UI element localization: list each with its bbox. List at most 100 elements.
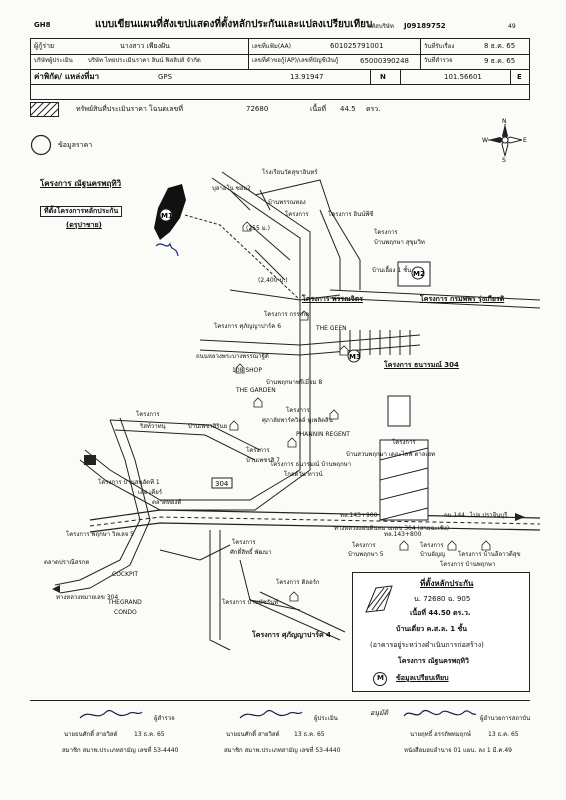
- map-label: โครงการ พฤกษา วิลเลจ 5: [66, 531, 134, 538]
- ref-no-label: เลขที่คำขอกู้(AP)/เลขที่บัญชีเงินกู้: [252, 57, 339, 64]
- map-label: บ้านพรรณทอง: [268, 199, 306, 206]
- map-label: โครงการ: [420, 542, 444, 549]
- map-label: โครงการ พรรณจิตร: [302, 295, 364, 303]
- appraiser-role: ผู้ประเมิน: [314, 715, 338, 722]
- appraiser-date: 13 ธ.ค. 65: [294, 731, 325, 738]
- divider: [420, 38, 421, 69]
- file-no-label: รหัสบริษัท: [368, 23, 394, 30]
- map-label: ศุภาลัยพาร์ควิลล์ ทูเพลิตสิน: [262, 417, 333, 424]
- m1-marker: M1: [161, 212, 173, 220]
- map-label: โครงการ อินน์พีซี: [328, 211, 374, 218]
- divider: [510, 69, 511, 84]
- subject-label-1: ที่ตั้งโครงการหลักประกัน: [40, 206, 123, 217]
- map-label: ตลาดทองดี: [152, 499, 182, 506]
- map-label: เลอ เคียร์: [138, 489, 163, 496]
- map-label: ไปจ.ปราจีนบุรี: [470, 512, 508, 519]
- distance-2400: (2,400 ม.): [258, 277, 288, 284]
- map-label: บ้านพฤกษา 5: [348, 551, 384, 558]
- m2-marker: M2: [413, 270, 425, 278]
- map-label: ทล.143+800: [384, 531, 422, 538]
- map-label: กม.144: [444, 512, 465, 519]
- legend-area: เนื้อที่ 44.50 ตร.ว.: [410, 609, 471, 617]
- map-label: ริสท์วาทนุ: [140, 423, 166, 430]
- deed-number: 72680: [246, 105, 269, 113]
- map-label: ถนนหลวงพระบางพรรณาฐิติ: [196, 353, 269, 360]
- appraiser-name: นายธนศักดิ์ สายวิสด์: [226, 731, 280, 738]
- map-label: โครงการ ศุภัญญาปาร์ค 4: [252, 631, 332, 639]
- inspector-role: ผู้สำรวจ: [154, 715, 175, 722]
- legend-compare: ข้อมูลเปรียบเทียบ: [396, 674, 449, 682]
- map-label: บ้านเพชรสิ 7: [246, 457, 280, 464]
- latitude-value: 13.91947: [290, 73, 324, 81]
- m3-marker: M3: [349, 353, 361, 361]
- inspector-date: 13 ธ.ค. 65: [134, 731, 165, 738]
- map-label: CONDO: [114, 609, 137, 616]
- legend-m-letter: M: [377, 674, 384, 682]
- map-label: ตลาดปราณีสรกต: [44, 559, 90, 566]
- compass-w: W: [482, 137, 488, 144]
- map-label: โครงการ ธนารมณ์ บ้านพฤกษา: [270, 461, 352, 468]
- map-label: โครงการ: [286, 407, 310, 414]
- approver-handwriting: อนุมัติ: [370, 709, 389, 717]
- divider: [30, 84, 530, 85]
- map-label: โครงการ บ้านสนอัดที 1: [98, 479, 160, 486]
- legend-title: ที่ตั้งหลักประกัน: [420, 579, 474, 588]
- coord-label: ค่าพิกัด/ แหล่งที่มา: [34, 72, 100, 81]
- hatch-legend-icon: [30, 102, 59, 117]
- approver-license: หนังสือมอบอำนาจ 01 แผน. ลง 1 มี.ค.49: [404, 747, 512, 754]
- approver-role: ผู้อำนวยการสถาบัน: [480, 715, 531, 722]
- map-label: โครงการ กรรเกด: [264, 311, 310, 318]
- inspector-license: สมาชิก สมาพ.ประเภทสามัญ เลขที่ 53-4440: [62, 747, 179, 754]
- map-label: 108 SHOP: [232, 367, 263, 374]
- legend-m-icon: [373, 672, 387, 686]
- map-label: โครงการ: [246, 447, 270, 454]
- property-legend-label: ทรัพย์สินที่ประเมินราคา โฉนดเลขที่: [76, 105, 183, 113]
- appraiser-id-value: 601025791001: [330, 42, 384, 50]
- compass-n: N: [502, 118, 507, 125]
- map-label: โครงการ: [352, 542, 376, 549]
- map-label: บ้านอัญญ: [420, 551, 446, 558]
- appraiser-id-label: เลขที่แฟ้ม(AA): [252, 43, 291, 50]
- map-label: โครงการ: [374, 229, 398, 236]
- approver-date: 13 ธ.ค. 65: [488, 731, 519, 738]
- map-label: โครงการ: [232, 539, 256, 546]
- borrower-label: ผู้กู้ร่าย: [34, 42, 55, 50]
- map-label: COCKPIT: [112, 571, 139, 578]
- inspect-date-label: วันที่สำรวจ: [424, 57, 453, 64]
- map-label: ศักดิ์สิทธิ์ พัฒนา: [230, 549, 272, 556]
- survey-date-label: วันที่รับเรื่อง: [424, 43, 455, 50]
- area-value: 44.5: [340, 105, 356, 113]
- legend-status: (อาคารอยู่ระหว่างดำเนินการก่อสร้าง): [370, 641, 484, 649]
- appraiser-license: สมาชิก สมาพ.ประเภทสามัญ เลขที่ 53-4440: [224, 747, 341, 754]
- map-label: บ้านพฤกษาพรีเมี่ยม 8: [266, 379, 323, 386]
- comparison-circle-icon: [30, 134, 52, 156]
- borrower-value: นางสาว เพียงฝัน: [120, 42, 170, 50]
- map-label: โครงการ ศุภัญญาปาร์ค 6: [214, 323, 282, 330]
- legend-building: บ้านเดี่ยว ค.ส.ล. 1 ชั้น: [396, 625, 468, 633]
- map-label: ทล.143+900: [340, 512, 378, 519]
- map-label: บ้านพฤกษา สุขุมวิท: [374, 239, 425, 246]
- appraiser-signature: [239, 710, 303, 719]
- comparison-label: ข้อมูลราคา: [58, 141, 93, 149]
- map-label: โครงการ: [285, 211, 309, 218]
- inspector-signature: [79, 710, 143, 719]
- map-label: THE GEEN: [316, 325, 347, 332]
- ref-no-value: 65000390248: [360, 57, 409, 65]
- distance-255: (255 ม.): [246, 225, 270, 232]
- map-label: บุลาอโน ซอย2: [212, 185, 251, 192]
- divider: [30, 54, 530, 55]
- compass-rose-icon: N S E W: [482, 118, 527, 162]
- map-label: THE GARDEN: [236, 387, 276, 394]
- legend-deed: น. 72680 ฉ. 905: [414, 595, 471, 603]
- divider: [370, 69, 371, 84]
- coord-source: GPS: [158, 73, 173, 81]
- divider: [248, 38, 249, 69]
- appraiser-company-label: บริษัทผู้ประเมิน: [34, 57, 73, 64]
- legend-hatch-icon: [365, 585, 393, 613]
- subject-label-2: (ดรุปาชาย): [66, 221, 102, 229]
- map-label: ทางหลวงแผ่นดินหมายเลข 304 (สายฉะเชิง): [334, 525, 450, 532]
- map-label: โครงการ กรมพพร รุ่งเกียรติ: [420, 295, 505, 303]
- map-label: โรงเรียนวัดสุขาอินทร์: [262, 169, 318, 176]
